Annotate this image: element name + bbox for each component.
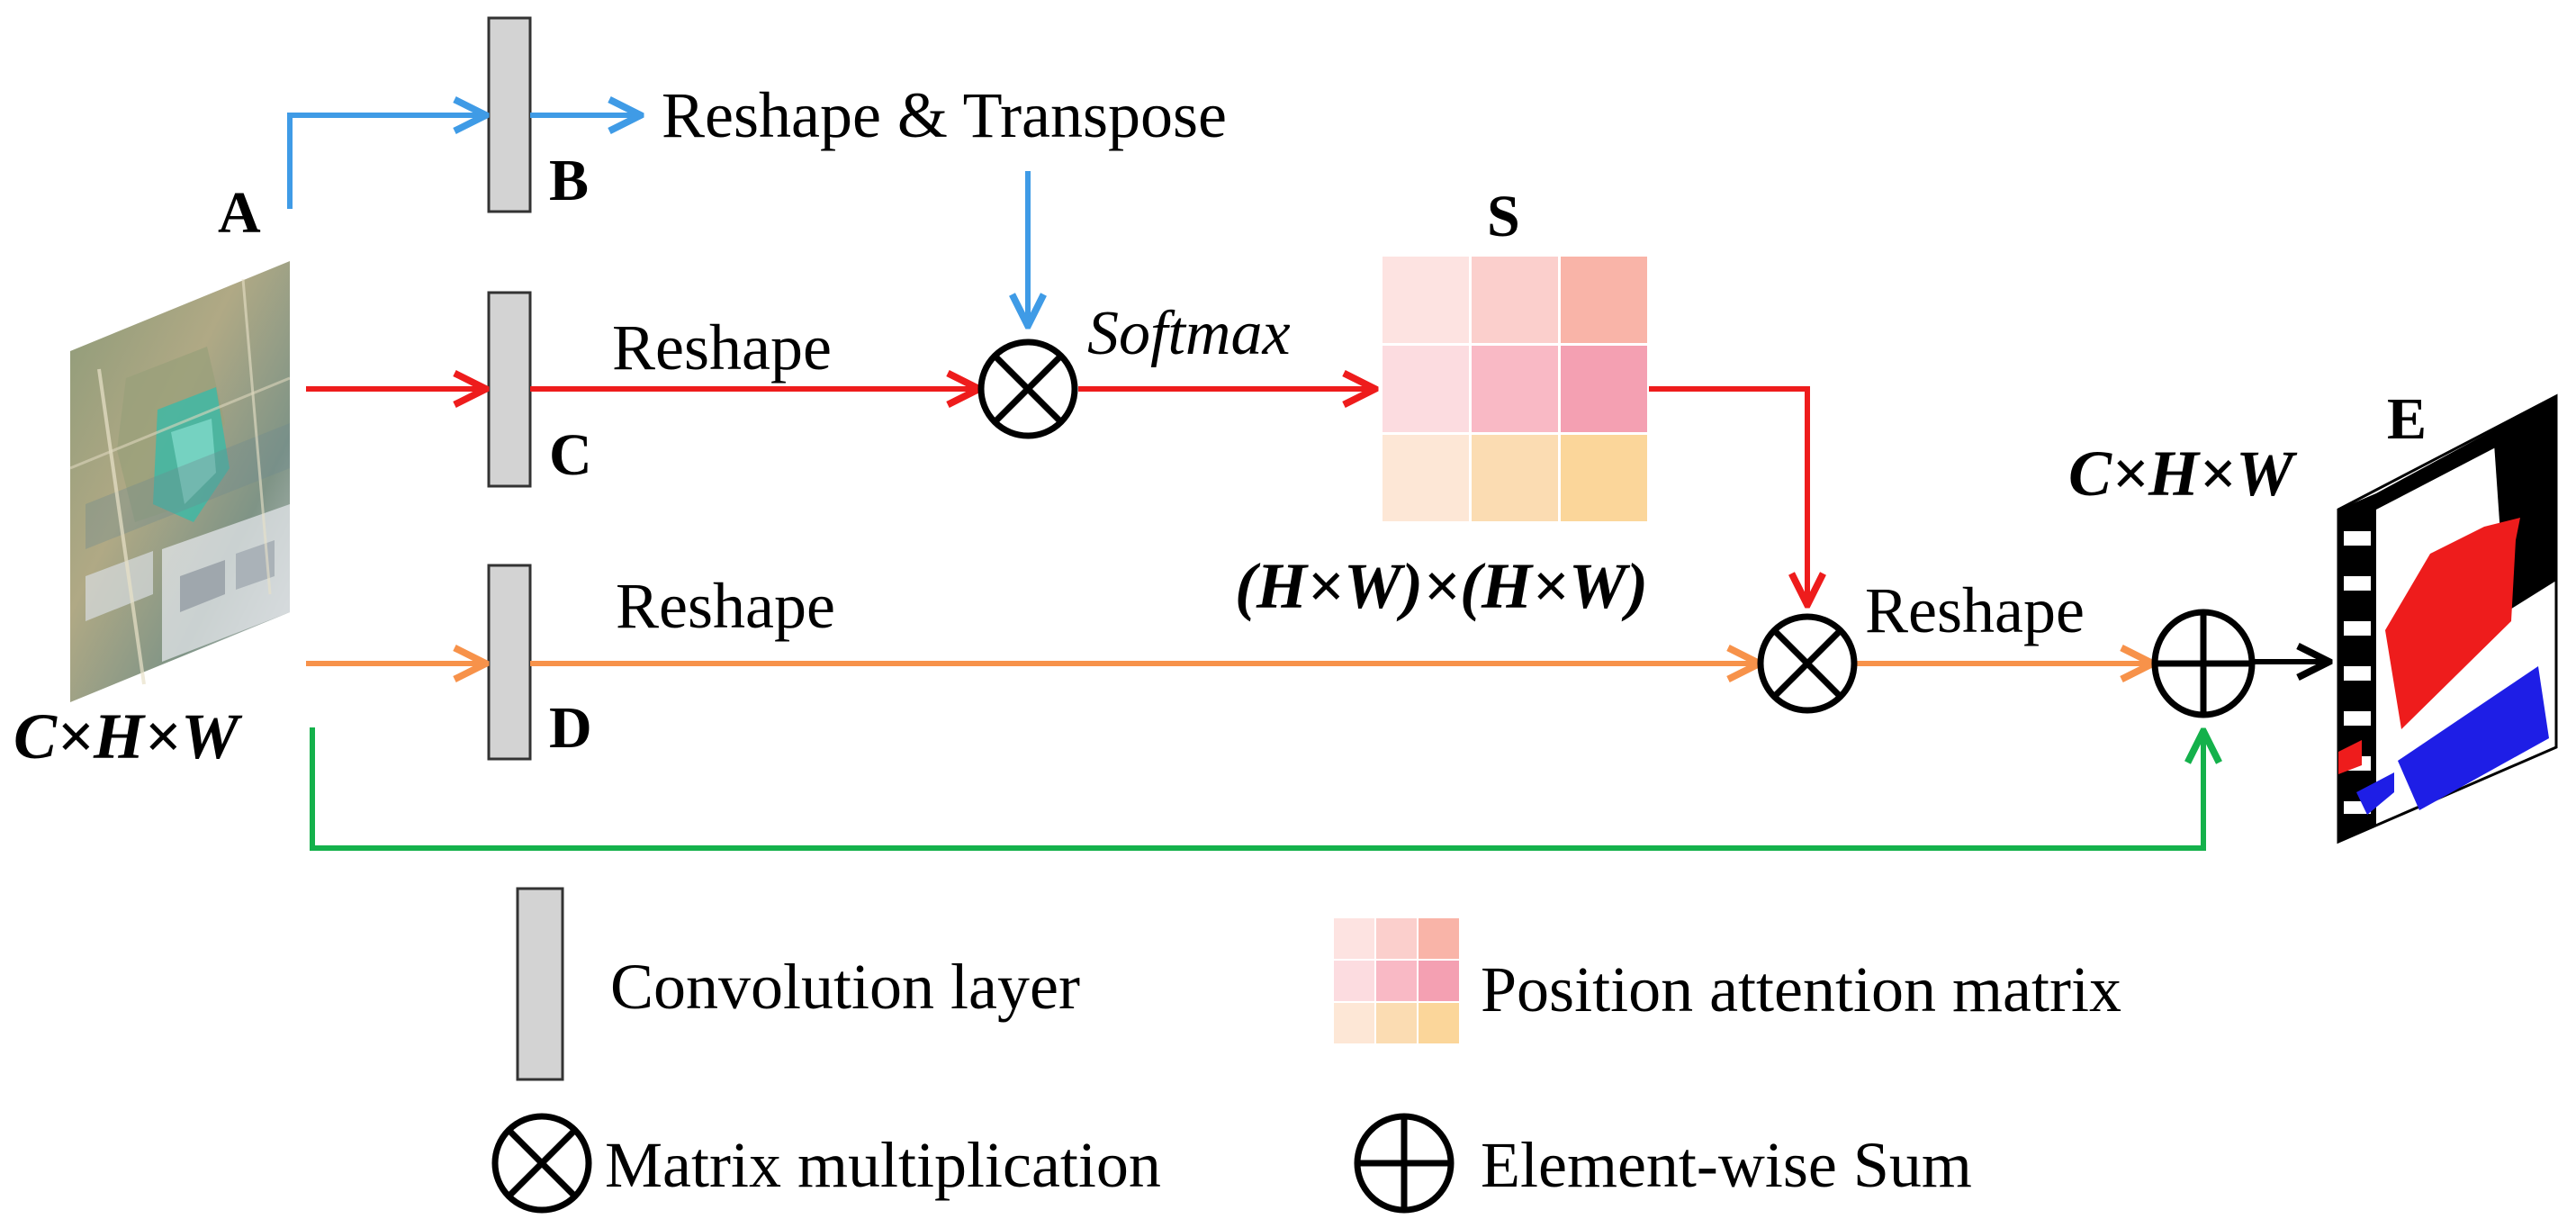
legend-matrix-cell <box>1334 918 1374 959</box>
label-s: S <box>1487 184 1520 249</box>
attention-matrix-cell <box>1472 257 1558 343</box>
label-e: E <box>2387 386 2427 452</box>
circle-plus-icon <box>2151 609 2256 718</box>
arrow-a-to-sum <box>310 727 2203 851</box>
label-dim-input: C×H×W <box>14 700 243 772</box>
label-c: C <box>549 422 592 488</box>
legend-matrix-cell <box>1376 1003 1417 1043</box>
conv-layer-b <box>487 16 532 213</box>
label-d: D <box>549 695 592 761</box>
arrow-a-to-b <box>287 115 486 209</box>
attention-matrix-cell <box>1472 435 1558 521</box>
legend-matrix-cell <box>1334 961 1374 1001</box>
legend-matrix-cell <box>1376 918 1417 959</box>
legend-matrix-cell <box>1419 918 1459 959</box>
circle-plus-icon <box>1354 1113 1455 1214</box>
legend-attention-icon <box>1334 918 1459 1043</box>
attention-matrix-cell <box>1561 435 1647 521</box>
legend-conv-icon <box>516 887 564 1081</box>
attention-matrix-cell <box>1472 346 1558 432</box>
attention-matrix-cell <box>1561 257 1647 343</box>
legend-matrix-cell <box>1419 1003 1459 1043</box>
circle-times-icon <box>491 1113 592 1214</box>
legend-matmul-label: Matrix multiplication <box>605 1129 1161 1201</box>
conv-layer-c <box>487 291 532 488</box>
segmentation-map-icon <box>2337 393 2558 844</box>
attention-matrix-cell <box>1383 435 1469 521</box>
attention-matrix-s <box>1383 257 1647 521</box>
attention-matrix-cell <box>1383 257 1469 343</box>
label-dim-output: C×H×W <box>2068 438 2298 510</box>
satellite-image-icon <box>69 261 291 702</box>
label-reshape-out: Reshape <box>1865 574 2085 646</box>
legend: Convolution layer Position attention mat… <box>491 887 2121 1214</box>
label-a: A <box>218 180 261 246</box>
label-softmax: Softmax <box>1087 299 1291 368</box>
legend-attention-label: Position attention matrix <box>1481 953 2121 1025</box>
circle-times-icon <box>1757 613 1858 714</box>
circle-times-icon <box>977 339 1078 439</box>
legend-matrix-cell <box>1419 961 1459 1001</box>
legend-matrix-cell <box>1376 961 1417 1001</box>
legend-matrix-cell <box>1334 1003 1374 1043</box>
label-dim-attention: (H×W)×(H×W) <box>1235 550 1648 622</box>
legend-sum-label: Element-wise Sum <box>1481 1129 1972 1201</box>
legend-conv-label: Convolution layer <box>610 951 1080 1023</box>
attention-matrix-cell <box>1383 346 1469 432</box>
label-b: B <box>549 148 589 213</box>
label-reshape-c: Reshape <box>612 312 832 384</box>
arrow-s-to-matmul <box>1649 386 1807 605</box>
attention-matrix-cell <box>1561 346 1647 432</box>
label-reshape-transpose: Reshape & Transpose <box>662 79 1227 151</box>
label-reshape-d: Reshape <box>616 570 835 642</box>
conv-layer-d <box>487 564 532 761</box>
